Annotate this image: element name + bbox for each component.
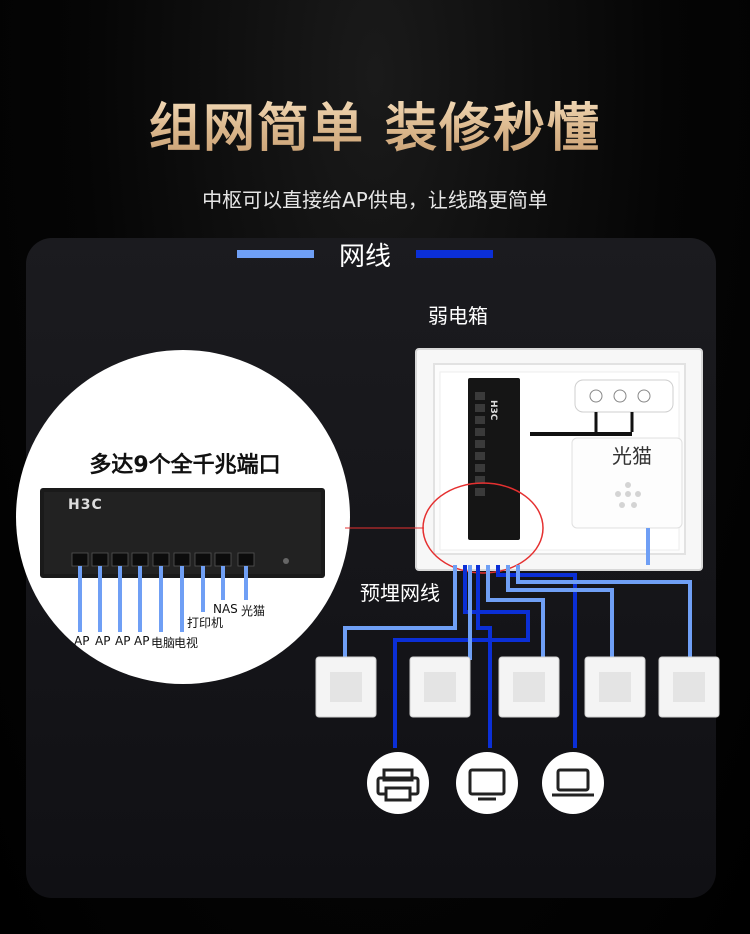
port-label-ap-2: AP bbox=[95, 634, 111, 648]
wall-ap-3 bbox=[498, 656, 560, 718]
port-label-printer: 打印机 bbox=[187, 616, 224, 630]
tv-icon bbox=[456, 752, 518, 814]
wall-ap-2 bbox=[409, 656, 471, 718]
switch-in-box bbox=[468, 378, 520, 540]
port-label-pc: 电脑 bbox=[151, 636, 176, 650]
wall-ap-5 bbox=[658, 656, 720, 718]
wall-ap-1 bbox=[315, 656, 377, 718]
box-switch-logo: H3C bbox=[488, 400, 498, 421]
port-label-ap-1: AP bbox=[74, 634, 90, 648]
port-label-tv: 电视 bbox=[174, 636, 199, 650]
h3c-logo: H3C bbox=[68, 497, 103, 513]
headline: 组网简单 装修秒懂 bbox=[0, 86, 750, 161]
legend-label: 网线 bbox=[338, 242, 391, 272]
legend-line-light bbox=[237, 250, 314, 258]
embedded-cable-label: 预埋网线 bbox=[360, 581, 440, 605]
optical-modem bbox=[571, 437, 683, 529]
legend-line-dark bbox=[416, 250, 493, 258]
zoom-title: 多达9个全千兆端口 bbox=[89, 453, 281, 478]
weak-current-box-label: 弱电箱 bbox=[428, 304, 488, 328]
wall-ap-4 bbox=[584, 656, 646, 718]
embedded-cables bbox=[343, 528, 692, 748]
port-label-ap-4: AP bbox=[134, 634, 150, 648]
port-label-ap-3: AP bbox=[115, 634, 131, 648]
power-strip bbox=[530, 379, 674, 436]
subline: 中枢可以直接给AP供电，让线路更简单 bbox=[202, 188, 548, 212]
zoom-cables bbox=[78, 566, 248, 632]
printer-icon bbox=[367, 752, 429, 814]
port-label-nas: NAS bbox=[213, 602, 238, 616]
laptop-icon bbox=[542, 752, 604, 814]
port-label-modem: 光猫 bbox=[241, 604, 266, 618]
rack-switch-front bbox=[40, 488, 325, 578]
modem-label: 光猫 bbox=[612, 444, 652, 468]
